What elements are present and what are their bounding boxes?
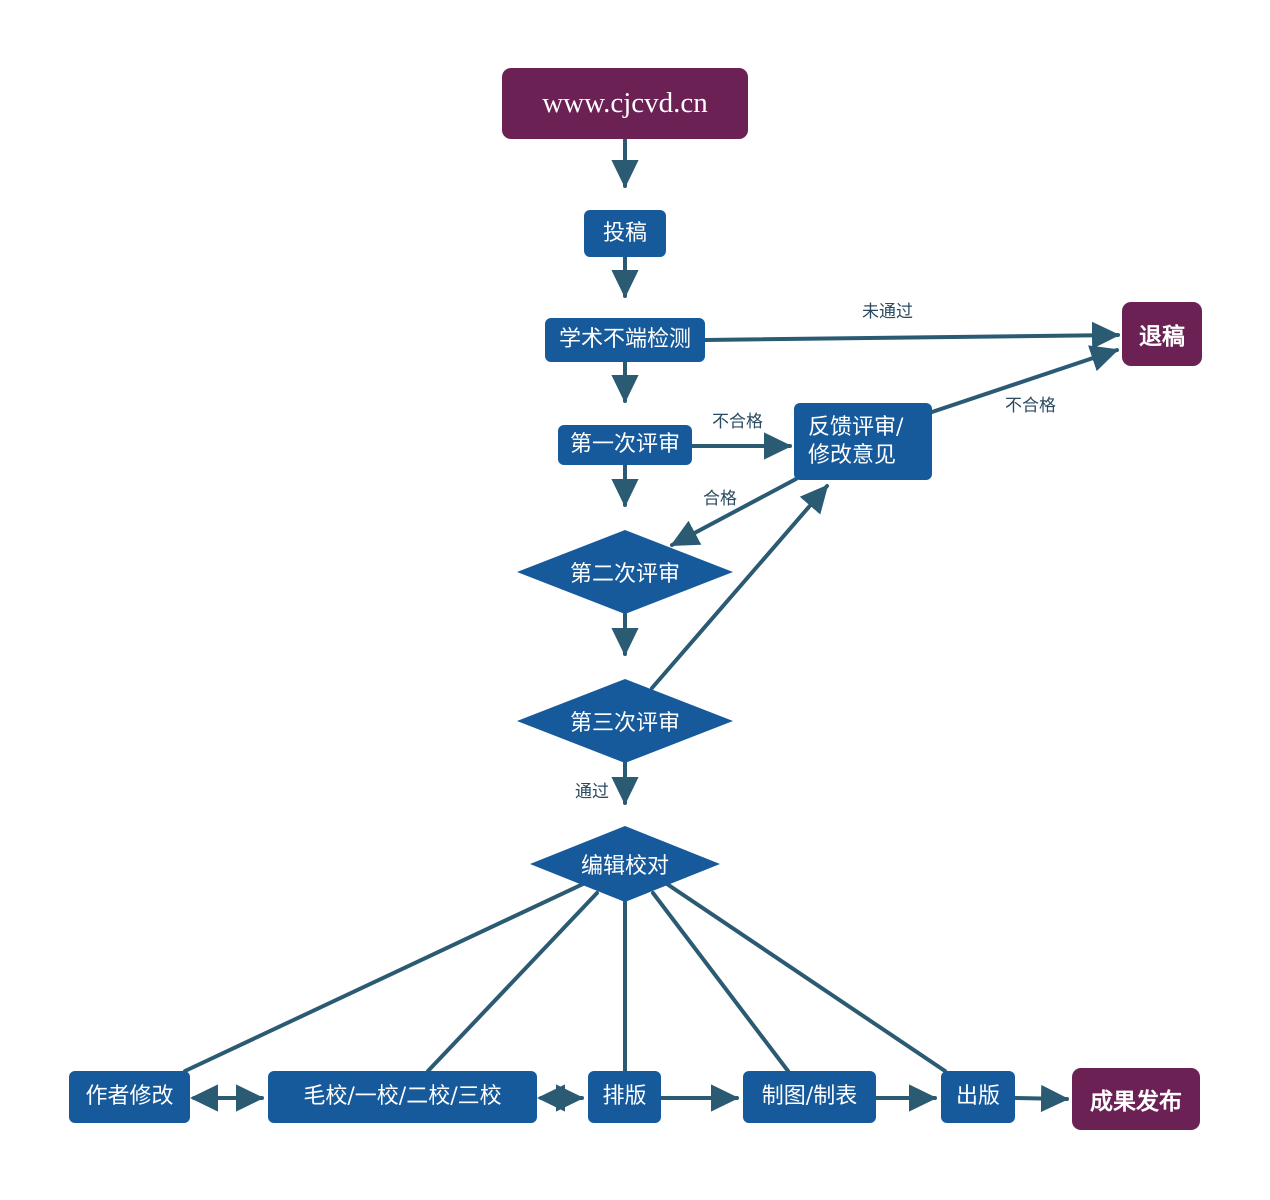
proofs-node: 毛校/一校/二校/三校 — [268, 1071, 537, 1123]
edge-feedback-to-reject — [930, 345, 1119, 414]
edge-feedback-to-review2 — [670, 477, 798, 547]
typeset-node: 排版 — [588, 1071, 661, 1123]
edge-check-to-reject — [703, 321, 1120, 349]
edge-publish-to-release — [1013, 1084, 1069, 1113]
review1-node: 第一次评审 — [558, 425, 692, 465]
edge-label-not-passed: 未通过 — [862, 302, 913, 321]
release-node: 成果发布 — [1072, 1068, 1200, 1130]
edge-label-unqualified-review1: 不合格 — [712, 412, 763, 431]
website-node: www.cjcvd.cn — [502, 68, 748, 139]
edge-label-qualified: 合格 — [703, 489, 737, 508]
edge-editing-to-figures — [651, 891, 790, 1073]
review3-label: 第三次评审 — [569, 711, 680, 736]
author-revise-node: 作者修改 — [69, 1071, 190, 1123]
edge-label-passed: 通过 — [575, 782, 609, 801]
feedback-node: 反馈评审/ 修改意见 — [794, 403, 932, 480]
edge-editing-to-proofs — [426, 891, 599, 1073]
edge-editing-to-publish — [665, 882, 947, 1073]
publish-node: 出版 — [941, 1071, 1015, 1123]
editing-label: 编辑校对 — [580, 854, 669, 879]
figures-node: 制图/制表 — [743, 1071, 876, 1123]
misconduct-check-node: 学术不端检测 — [545, 318, 705, 362]
submit-node: 投稿 — [584, 210, 666, 257]
reject-node: 退稿 — [1122, 302, 1202, 366]
edge-editing-to-author — [183, 882, 585, 1073]
review2-label: 第二次评审 — [569, 562, 680, 587]
edge-label-unqualified-feedback: 不合格 — [1005, 396, 1056, 415]
edge-review3-to-feedback — [650, 484, 829, 690]
